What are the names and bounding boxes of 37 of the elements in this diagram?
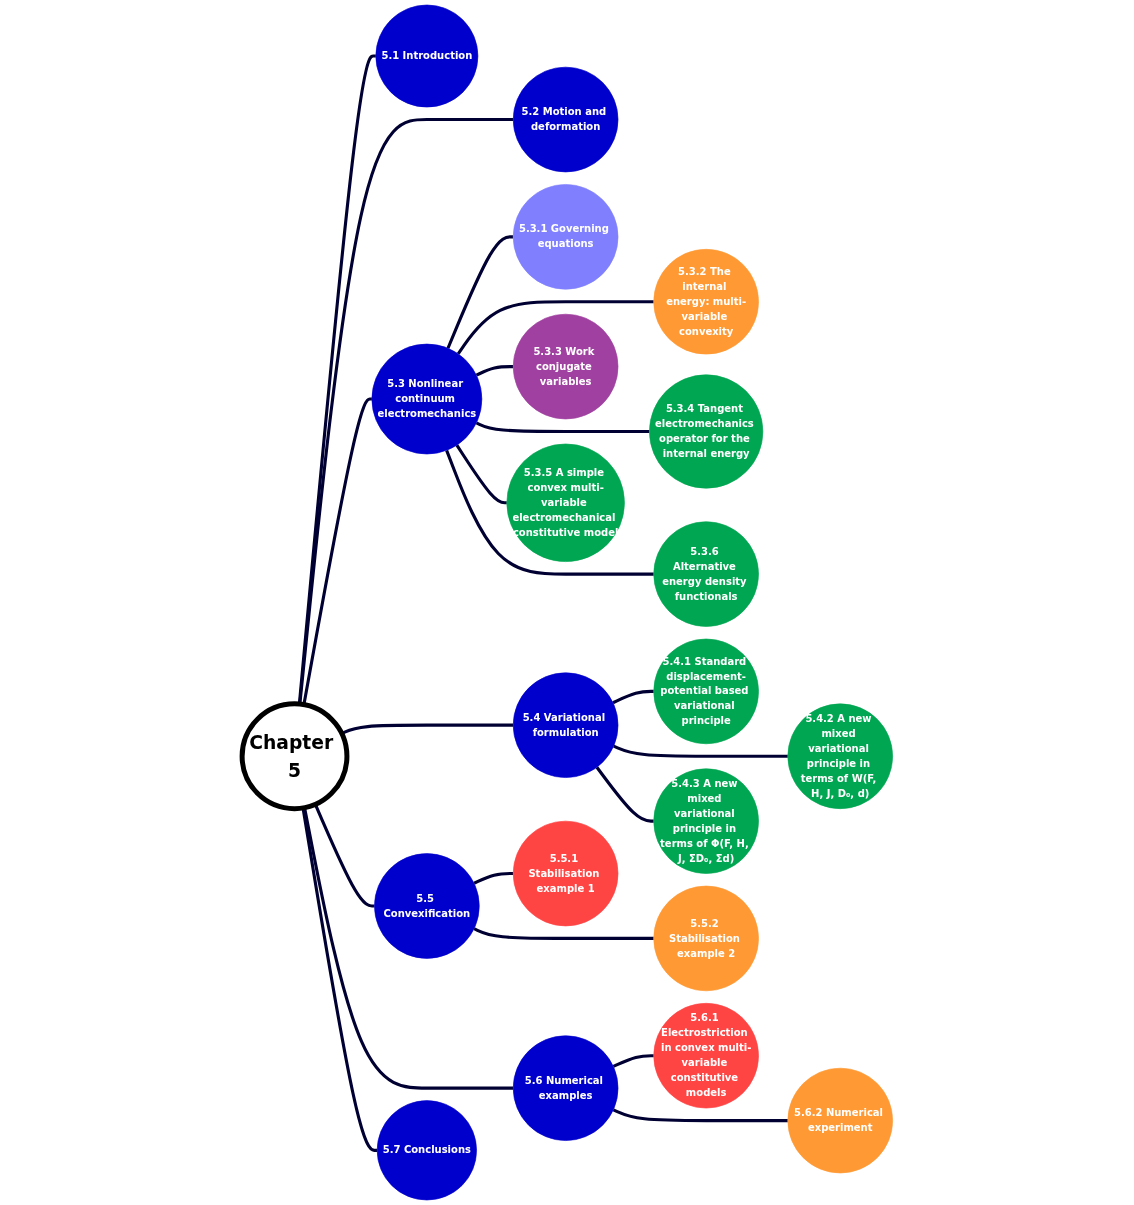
connector: [612, 1054, 654, 1068]
connector: [595, 766, 654, 823]
node-circle: 5.7 Conclusions: [376, 1100, 477, 1201]
node-circle: 5.6.1 Electrostriction in convex multi-variable constitutive models: [653, 1003, 759, 1109]
node-circle: 5.3 Nonlinear continuum electromechanics: [371, 343, 482, 455]
connector: [611, 689, 654, 705]
node-circle: 5.3.1 Governing equations: [512, 184, 618, 290]
node-circle: 5.4.3 A new mixed variational principle in terms of Φ(F, H, J, ΣD₀, Σd): [653, 768, 759, 874]
connector: [455, 444, 507, 505]
connector: [612, 744, 788, 758]
connector: [301, 397, 372, 705]
node-circle: 5.3.3 Work conjugate variables: [512, 313, 618, 420]
connector: [313, 803, 375, 908]
connector: [446, 235, 513, 349]
connector: [444, 449, 654, 576]
connector: [297, 54, 377, 705]
node-circle: 5.1 Introduction: [375, 4, 478, 108]
node-circle: 5.4.2 A new mixed variational principle in terms of W(F, H, J, D₀, d): [787, 703, 893, 809]
node-circle: 5.6 Numerical examples: [512, 1035, 618, 1141]
node-circle: 5.3.6 Alternative energy density functionals: [653, 521, 759, 627]
connector: [473, 872, 513, 885]
connector: [297, 118, 513, 705]
node-circle: Chapter 5: [239, 701, 350, 812]
node-circle: 5.4.1 Standard displacement-potential based variational principle: [653, 638, 759, 745]
connector: [456, 300, 654, 355]
node-circle: 5.5.2 Stabilisation example 2: [653, 885, 759, 992]
node-circle: 5.2 Motion and deformation: [512, 66, 618, 173]
connector: [473, 927, 654, 940]
node-circle: 5.5 Convexification: [373, 853, 480, 959]
connector: [475, 421, 650, 434]
connector: [612, 1108, 788, 1123]
node-circle: 5.5.1 Stabilisation example 1: [512, 820, 618, 927]
node-circle: 5.3.2 The internal energy: multi-variable convexity: [653, 249, 759, 355]
connector: [475, 365, 513, 377]
node-circle: 5.6.2 Numerical experiment: [787, 1067, 893, 1174]
node-circle: 5.3.4 Tangent electromechanics operator for the internal energy: [648, 374, 763, 489]
node-circle: 5.4 Variational formulation: [512, 672, 618, 778]
